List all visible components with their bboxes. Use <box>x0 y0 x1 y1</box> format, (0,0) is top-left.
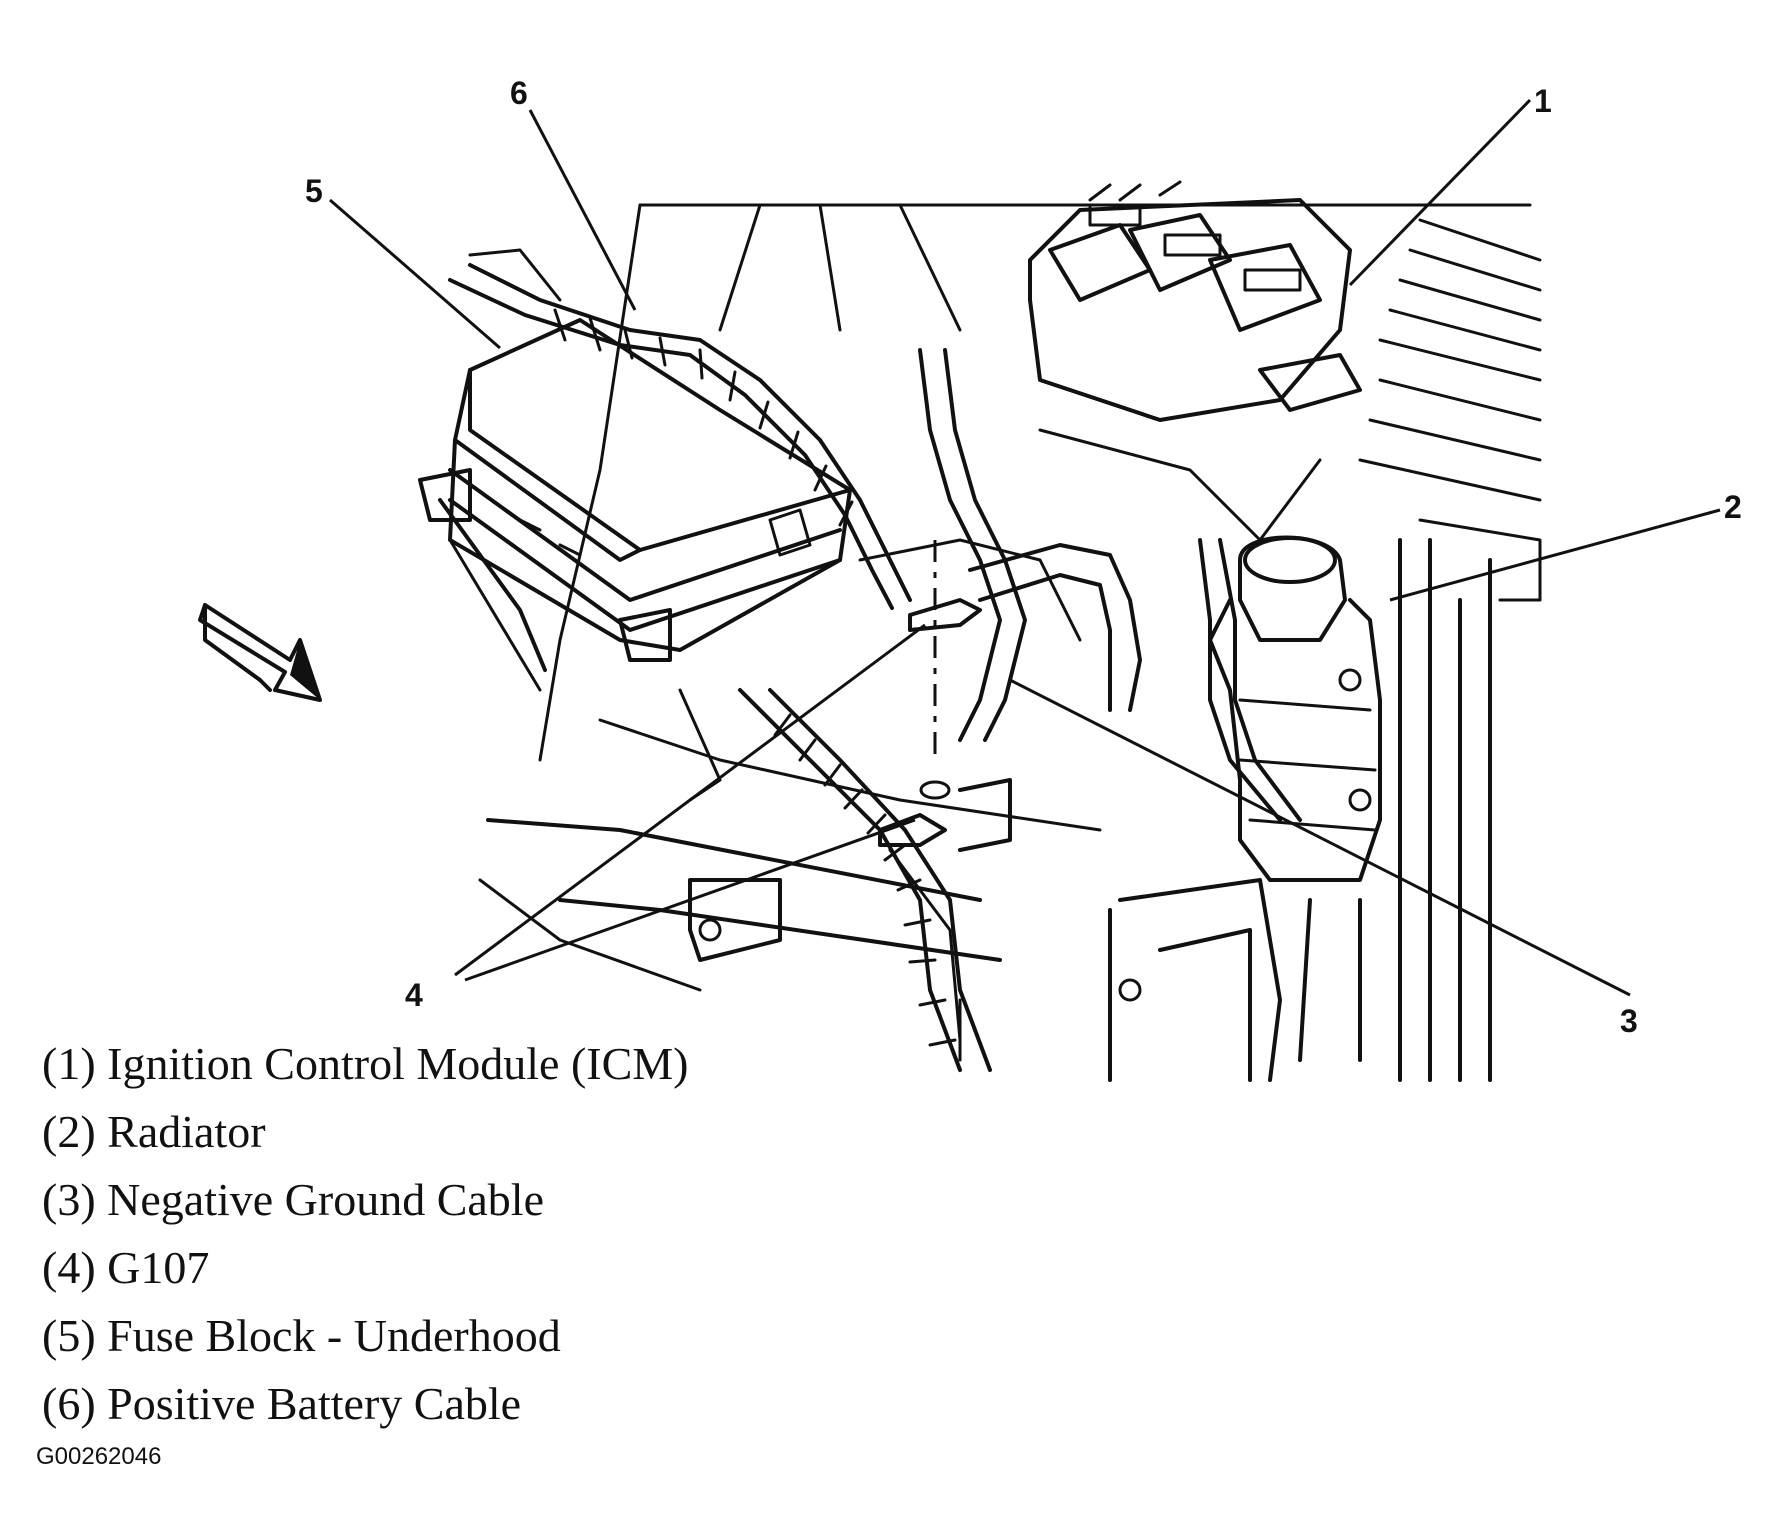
legend-item-g107: (4) G107 <box>42 1242 210 1293</box>
icm-assembly <box>1028 180 1362 422</box>
direction-arrow-icon <box>198 603 322 702</box>
callout-1: 1 <box>1534 83 1552 119</box>
positive-battery-cable <box>448 248 912 610</box>
legend-item-icm: (1) Ignition Control Module (ICM) <box>42 1038 689 1089</box>
legend-item-fuse-block: (5) Fuse Block - Underhood <box>42 1310 561 1361</box>
fuse-block <box>418 318 852 662</box>
legend-item-positive-battery-cable: (6) Positive Battery Cable <box>42 1378 522 1429</box>
legend-item-radiator: (2) Radiator <box>42 1106 266 1157</box>
callout-4: 4 <box>405 977 423 1013</box>
g107-ground-point <box>878 540 1012 852</box>
figure-id: G00262046 <box>36 1443 162 1470</box>
radiator <box>1108 518 1542 1082</box>
callout-6: 6 <box>510 75 528 111</box>
callout-2: 2 <box>1724 489 1742 525</box>
legend-item-negative-ground-cable: (3) Negative Ground Cable <box>42 1174 545 1225</box>
callout-3: 3 <box>1620 1003 1638 1039</box>
leader-lines <box>329 98 1721 997</box>
component-legend: (1) Ignition Control Module (ICM) (2) Ra… <box>42 1030 689 1438</box>
callout-5: 5 <box>305 173 323 209</box>
hoses-and-pipes <box>738 348 1302 1072</box>
